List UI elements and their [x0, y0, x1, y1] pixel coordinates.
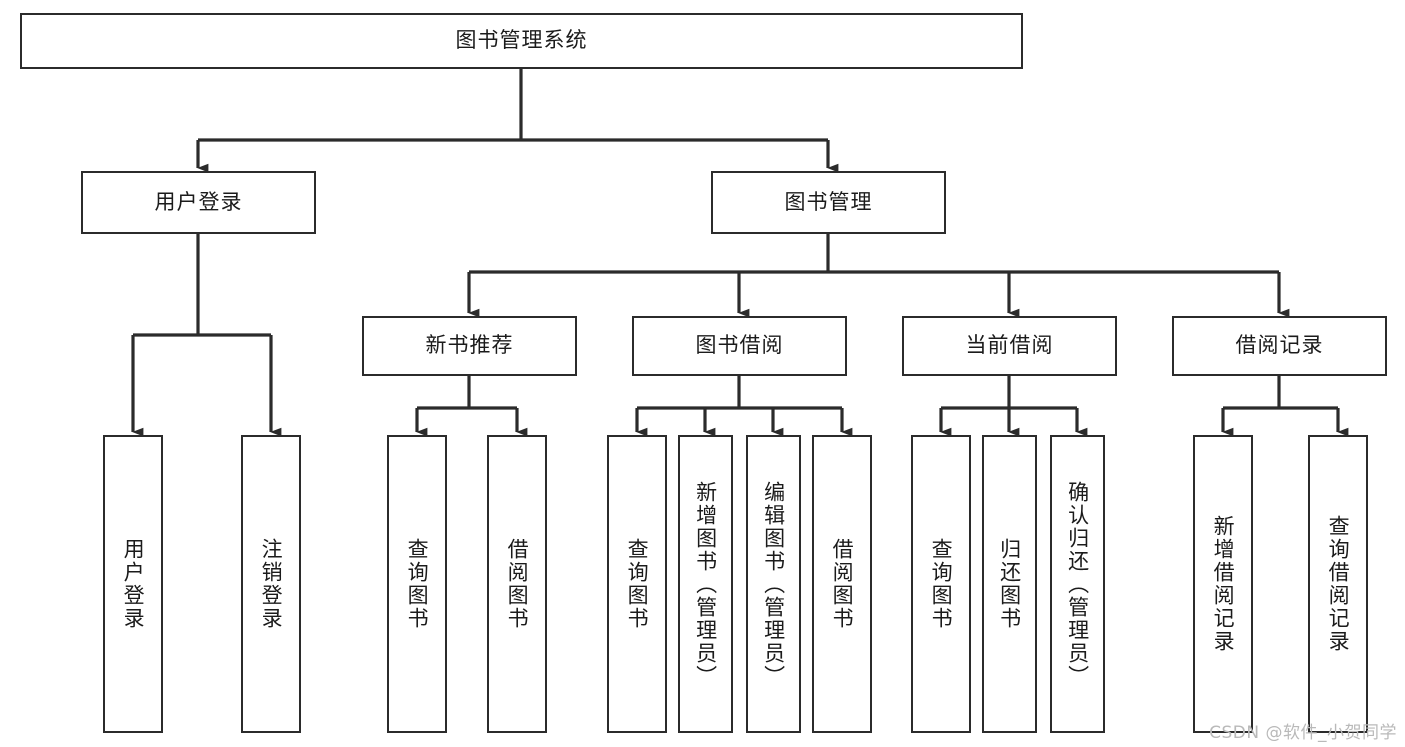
leaf-book-borrow-query-books[interactable]: 查询图书 — [607, 435, 667, 733]
node-label: 用户登录 — [154, 189, 243, 214]
node-label: 查询图书 — [929, 538, 954, 630]
csdn-watermark: CSDN @软件_小贺同学 — [1209, 723, 1397, 743]
node-label: 查询借阅记录 — [1326, 515, 1351, 653]
node-label: 确认归还（管理员） — [1065, 480, 1090, 688]
node-current-borrowing[interactable]: 当前借阅 — [902, 316, 1117, 376]
node-label: 用户登录 — [121, 538, 146, 630]
node-book-borrowing[interactable]: 图书借阅 — [632, 316, 847, 376]
leaf-book-borrow-add-book-admin[interactable]: 新增图书（管理员） — [678, 435, 733, 733]
node-user-login[interactable]: 用户登录 — [81, 171, 316, 234]
leaf-current-borrow-return-books[interactable]: 归还图书 — [982, 435, 1037, 733]
leaf-user-login-logout[interactable]: 注销登录 — [241, 435, 301, 733]
node-label: 新增借阅记录 — [1211, 515, 1236, 653]
node-new-book-recommendation[interactable]: 新书推荐 — [362, 316, 577, 376]
node-label: 新增图书（管理员） — [693, 480, 718, 688]
node-label: 借阅图书 — [830, 538, 855, 630]
node-label: 借阅记录 — [1235, 333, 1324, 358]
node-root-book-management-system[interactable]: 图书管理系统 — [20, 13, 1023, 69]
leaf-borrow-record-add-record[interactable]: 新增借阅记录 — [1193, 435, 1253, 733]
node-label: 图书管理系统 — [455, 28, 588, 53]
leaf-current-borrow-confirm-return-admin[interactable]: 确认归还（管理员） — [1050, 435, 1105, 733]
node-borrowing-record[interactable]: 借阅记录 — [1172, 316, 1387, 376]
node-label: 当前借阅 — [965, 333, 1054, 358]
leaf-borrow-record-query-record[interactable]: 查询借阅记录 — [1308, 435, 1368, 733]
node-label: 归还图书 — [997, 538, 1022, 630]
node-label: 编辑图书（管理员） — [761, 480, 786, 688]
leaf-book-borrow-borrow-books[interactable]: 借阅图书 — [812, 435, 872, 733]
leaf-current-borrow-query-books[interactable]: 查询图书 — [911, 435, 971, 733]
node-label: 图书借阅 — [695, 333, 784, 358]
leaf-book-borrow-edit-book-admin[interactable]: 编辑图书（管理员） — [746, 435, 801, 733]
leaf-user-login-login[interactable]: 用户登录 — [103, 435, 163, 733]
node-label: 查询图书 — [405, 538, 430, 630]
leaf-new-book-borrow-books[interactable]: 借阅图书 — [487, 435, 547, 733]
node-label: 借阅图书 — [505, 538, 530, 630]
node-book-management[interactable]: 图书管理 — [711, 171, 946, 234]
leaf-new-book-query-books[interactable]: 查询图书 — [387, 435, 447, 733]
node-label: 查询图书 — [625, 538, 650, 630]
node-label: 注销登录 — [259, 538, 284, 630]
node-label: 图书管理 — [784, 189, 873, 214]
node-label: 新书推荐 — [425, 333, 514, 358]
